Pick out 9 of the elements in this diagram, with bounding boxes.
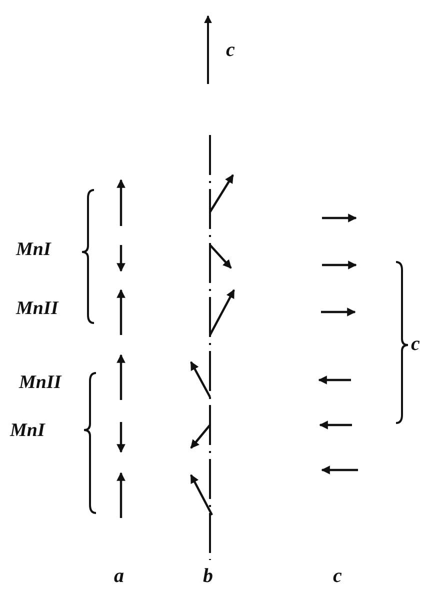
site-label: MnII (16, 299, 58, 318)
axis-label: c (411, 334, 420, 354)
panel-label: a (114, 566, 124, 586)
site-label: MnI (16, 240, 51, 259)
panel-label: c (333, 566, 342, 586)
panel-label: b (203, 566, 213, 586)
site-label: MnI (10, 421, 45, 440)
axis-label: c (226, 40, 235, 60)
site-label: MnII (19, 373, 62, 392)
